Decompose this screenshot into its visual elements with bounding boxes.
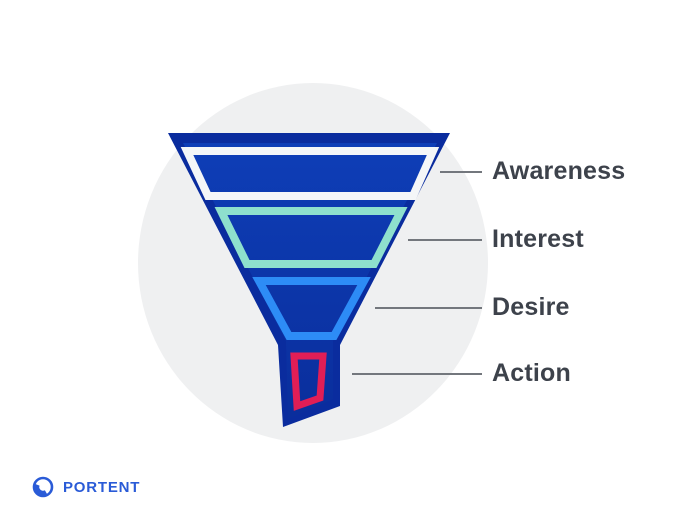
interest-band	[214, 207, 408, 268]
stage-label-awareness: Awareness	[492, 156, 626, 185]
action-band	[290, 352, 327, 411]
portent-logo-icon	[32, 476, 54, 498]
stage-label-action: Action	[492, 358, 571, 387]
desire-band	[252, 277, 371, 340]
portent-logo: PORTENT	[30, 474, 140, 500]
stage-label-desire: Desire	[492, 292, 570, 321]
awareness-band	[180, 147, 440, 200]
portent-logo-text: PORTENT	[63, 478, 141, 496]
stage-label-interest: Interest	[492, 224, 584, 253]
